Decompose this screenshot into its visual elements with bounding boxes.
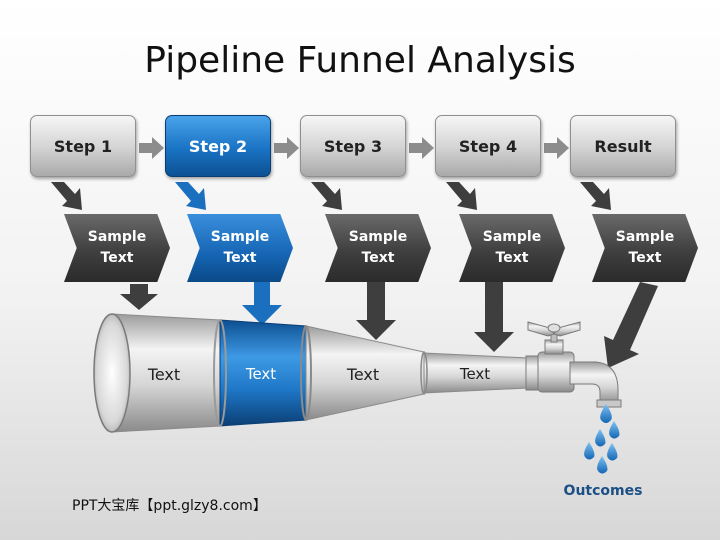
arrow-down-icon [51,182,611,210]
funnel [93,313,529,433]
sample-text-1: Sample Text [64,214,170,282]
arrow-right-icon [139,137,569,159]
sample-text-5: Sample Text [592,214,698,282]
funnel-segment-1-label: Text [147,365,181,384]
step-3-box[interactable]: Step 3 [300,115,406,177]
arrow-down-icon [120,282,658,368]
faucet-icon [525,321,622,408]
sample-text-2: Sample Text [187,214,293,282]
sample-text-3: Sample Text [325,214,431,282]
page-title: Pipeline Funnel Analysis [144,40,576,81]
water-drop-icon [584,404,620,474]
step-1-box[interactable]: Step 1 [30,115,136,177]
step-2-box[interactable]: Step 2 [165,115,271,177]
outcomes-label: Outcomes [563,483,643,499]
result-box[interactable]: Result [570,115,676,177]
footer-credit: PPT大宝库【ppt.glzy8.com】 [72,498,267,514]
funnel-segment-4-label: Text [459,365,491,383]
funnel-segment-2-label: Text [245,365,277,383]
funnel-segment-3-label: Text [346,365,380,384]
sample-text-4: Sample Text [459,214,565,282]
step-4-box[interactable]: Step 4 [435,115,541,177]
